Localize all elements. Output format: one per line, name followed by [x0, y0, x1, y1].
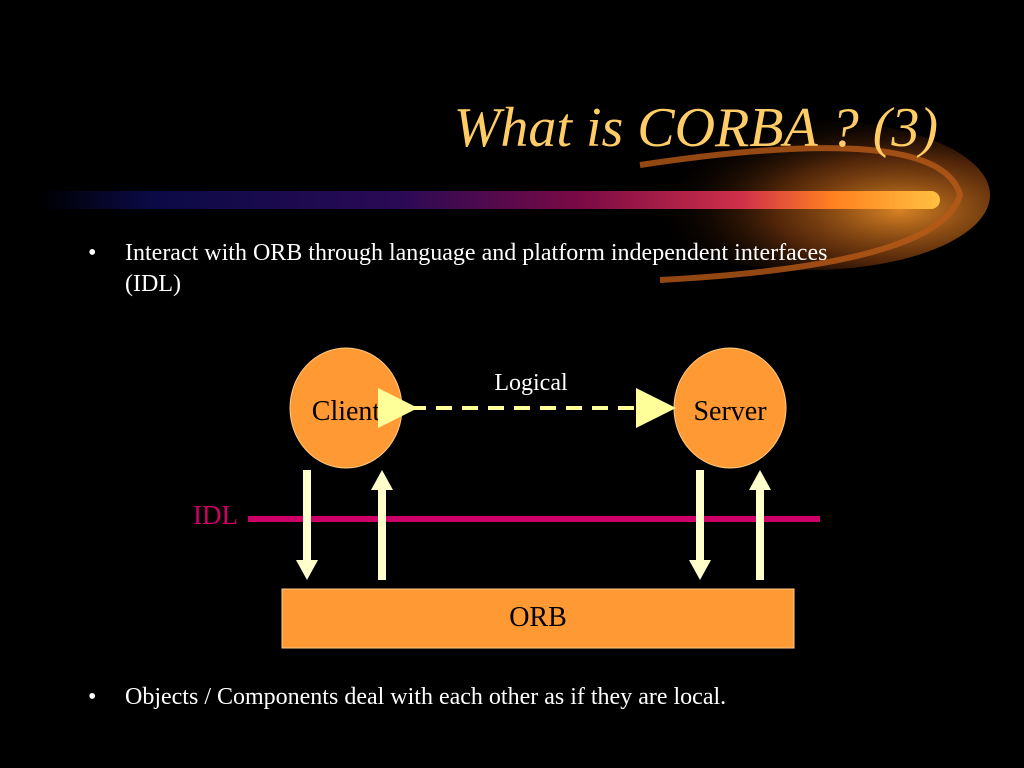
client-label: Client — [312, 396, 381, 427]
bullet-text: Interact with ORB through language and p… — [125, 240, 828, 297]
server-up-arrow — [749, 470, 771, 580]
bullet-text: Objects / Components deal with each othe… — [125, 684, 727, 710]
bullet-dot: • — [88, 240, 97, 266]
logical-label: Logical — [494, 370, 568, 396]
server-label: Server — [693, 396, 767, 427]
client-node: Client — [289, 347, 403, 469]
slide-title: What is CORBA ? (3) — [453, 97, 938, 159]
swoosh-arc — [639, 145, 964, 283]
swoosh-bar — [40, 191, 940, 209]
client-down-arrow — [296, 470, 318, 580]
client-up-arrow — [371, 470, 393, 580]
orb-box: ORB — [281, 588, 795, 649]
orb-label: ORB — [509, 602, 567, 633]
bullet-item-1: • Interact with ORB through language and… — [88, 238, 865, 300]
server-node: Server — [673, 347, 787, 469]
idl-label: IDL — [193, 500, 238, 530]
bullet-dot: • — [88, 684, 97, 710]
server-down-arrow — [689, 470, 711, 580]
bullet-item-2: • Objects / Components deal with each ot… — [88, 682, 865, 713]
